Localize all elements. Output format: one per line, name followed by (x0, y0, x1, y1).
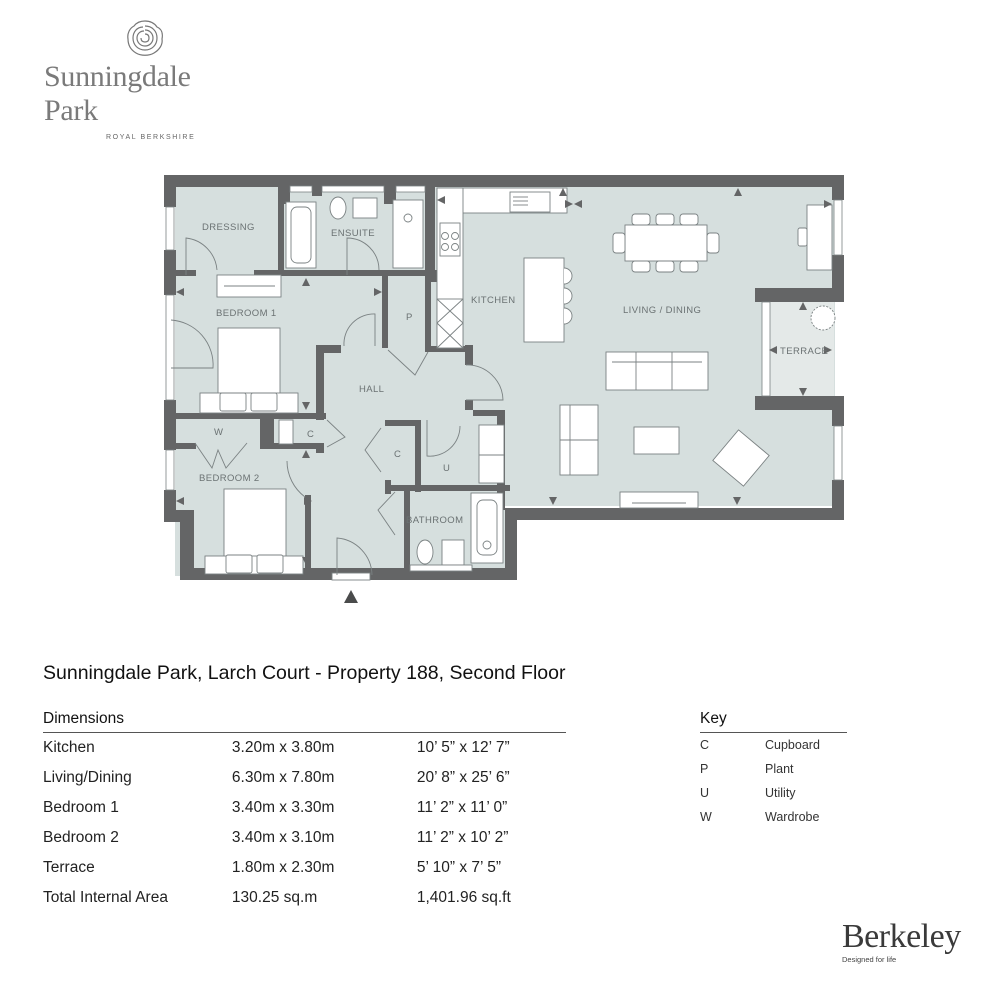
table-row: Living/Dining 6.30m x 7.80m 20’ 8” x 25’… (43, 763, 566, 793)
fixtures (199, 187, 836, 581)
table-row: Bedroom 2 3.40m x 3.10m 11’ 2” x 10’ 2” (43, 823, 566, 853)
room-name: Terrace (43, 859, 95, 876)
room-label-ensuite: ENSUITE (331, 228, 375, 239)
metric-size: 1.80m x 2.30m (231, 859, 335, 876)
brand-name: Sunningdale Park (44, 60, 191, 127)
metric-size: 3.20m x 3.80m (231, 739, 335, 756)
imperial-size: 5’ 10” x 7’ 5” (416, 859, 501, 876)
bathroom-sink (441, 539, 465, 566)
room-label-wardrobe: W (214, 427, 223, 438)
metric-size: 3.40m x 3.30m (231, 799, 335, 816)
key-code: U (700, 786, 710, 800)
room-label-plant: P (406, 312, 413, 323)
kitchen-sink (509, 191, 551, 213)
imperial-size: 1,401.96 sq.ft (416, 889, 511, 906)
developer-name: Berkeley (842, 918, 961, 955)
room-name: Bedroom 2 (43, 829, 119, 846)
windows (165, 185, 843, 491)
room-label-cupboard-2: C (394, 449, 401, 460)
table-row-total: Total Internal Area 130.25 sq.m 1,401.96… (43, 883, 566, 913)
room-label-bedroom2: BEDROOM 2 (199, 473, 260, 484)
developer-tagline: Designed for life (842, 955, 897, 964)
room-label-hall: HALL (359, 384, 384, 395)
key-code: W (700, 810, 712, 824)
metric-size: 130.25 sq.m (231, 889, 318, 906)
key-label: Utility (765, 786, 796, 800)
room-name: Bedroom 1 (43, 799, 119, 816)
key-legend: Key C Cupboard P Plant U Utility W Wardr… (700, 710, 847, 829)
key-label: Cupboard (765, 738, 820, 752)
room-name: Kitchen (43, 739, 95, 756)
key-item: C Cupboard (700, 733, 847, 757)
room-label-living-dining: LIVING / DINING (623, 305, 701, 316)
room-label-utility: U (443, 463, 450, 474)
imperial-size: 20’ 8” x 25’ 6” (416, 769, 510, 786)
desk (806, 204, 833, 271)
key-item: U Utility (700, 781, 847, 805)
key-heading: Key (700, 710, 847, 733)
key-item: P Plant (700, 757, 847, 781)
table-row: Kitchen 3.20m x 3.80m 10’ 5” x 12’ 7” (43, 733, 566, 763)
room-label-kitchen: KITCHEN (471, 295, 516, 306)
bathroom-toilet (416, 539, 434, 565)
door-swings (170, 237, 504, 576)
kitchen-hob (439, 222, 461, 257)
room-name: Total Internal Area (43, 889, 168, 906)
tv-unit (619, 491, 699, 509)
sofa (605, 351, 709, 391)
room-label-bedroom1: BEDROOM 1 (216, 308, 277, 319)
measurement-arrows (176, 188, 832, 565)
table-row: Terrace 1.80m x 2.30m 5’ 10” x 7’ 5” (43, 853, 566, 883)
imperial-size: 11’ 2” x 10’ 2” (416, 829, 509, 846)
sunningdale-park-logo: Sunningdale Park ROYAL BERKSHIRE (40, 18, 250, 141)
key-code: C (700, 738, 710, 752)
terrace-plant (810, 305, 836, 331)
room-label-terrace: TERRACE (780, 346, 828, 357)
berkeley-logo: Berkeley Designed for life (842, 918, 961, 965)
armchair (712, 429, 770, 487)
kitchen-appliance (436, 298, 464, 349)
ensuite-shower (392, 199, 424, 269)
kitchen-island (523, 257, 565, 343)
entrance-arrow-icon (344, 590, 358, 603)
imperial-size: 10’ 5” x 12’ 7” (416, 739, 510, 756)
key-code: P (700, 762, 709, 776)
floor-plan: DRESSING ENSUITE BEDROOM 1 P KITCHEN LIV… (164, 175, 844, 603)
room-label-cupboard-1: C (307, 429, 314, 440)
imperial-size: 11’ 2” x 11’ 0” (416, 799, 508, 816)
brand-subtitle: ROYAL BERKSHIRE (106, 134, 196, 141)
room-name: Living/Dining (43, 769, 132, 786)
coffee-table (633, 426, 680, 455)
property-title: Sunningdale Park, Larch Court - Property… (43, 662, 566, 684)
metric-size: 3.40m x 3.10m (231, 829, 335, 846)
key-item: W Wardrobe (700, 805, 847, 829)
key-label: Wardrobe (765, 810, 820, 824)
dining-table (624, 224, 708, 262)
ensuite-toilet (329, 196, 347, 220)
table-row: Bedroom 1 3.40m x 3.30m 11’ 2” x 11’ 0” (43, 793, 566, 823)
ensuite-sink (352, 197, 378, 219)
walls (164, 175, 844, 580)
rose-icon (127, 20, 163, 56)
room-label-bathroom: BATHROOM (406, 515, 463, 526)
metric-size: 6.30m x 7.80m (231, 769, 335, 786)
key-label: Plant (765, 762, 794, 776)
dimensions-table: Dimensions Kitchen 3.20m x 3.80m 10’ 5” … (43, 710, 566, 913)
utility-unit (478, 424, 505, 484)
dimensions-heading: Dimensions (43, 710, 566, 733)
room-label-dressing: DRESSING (202, 222, 255, 233)
